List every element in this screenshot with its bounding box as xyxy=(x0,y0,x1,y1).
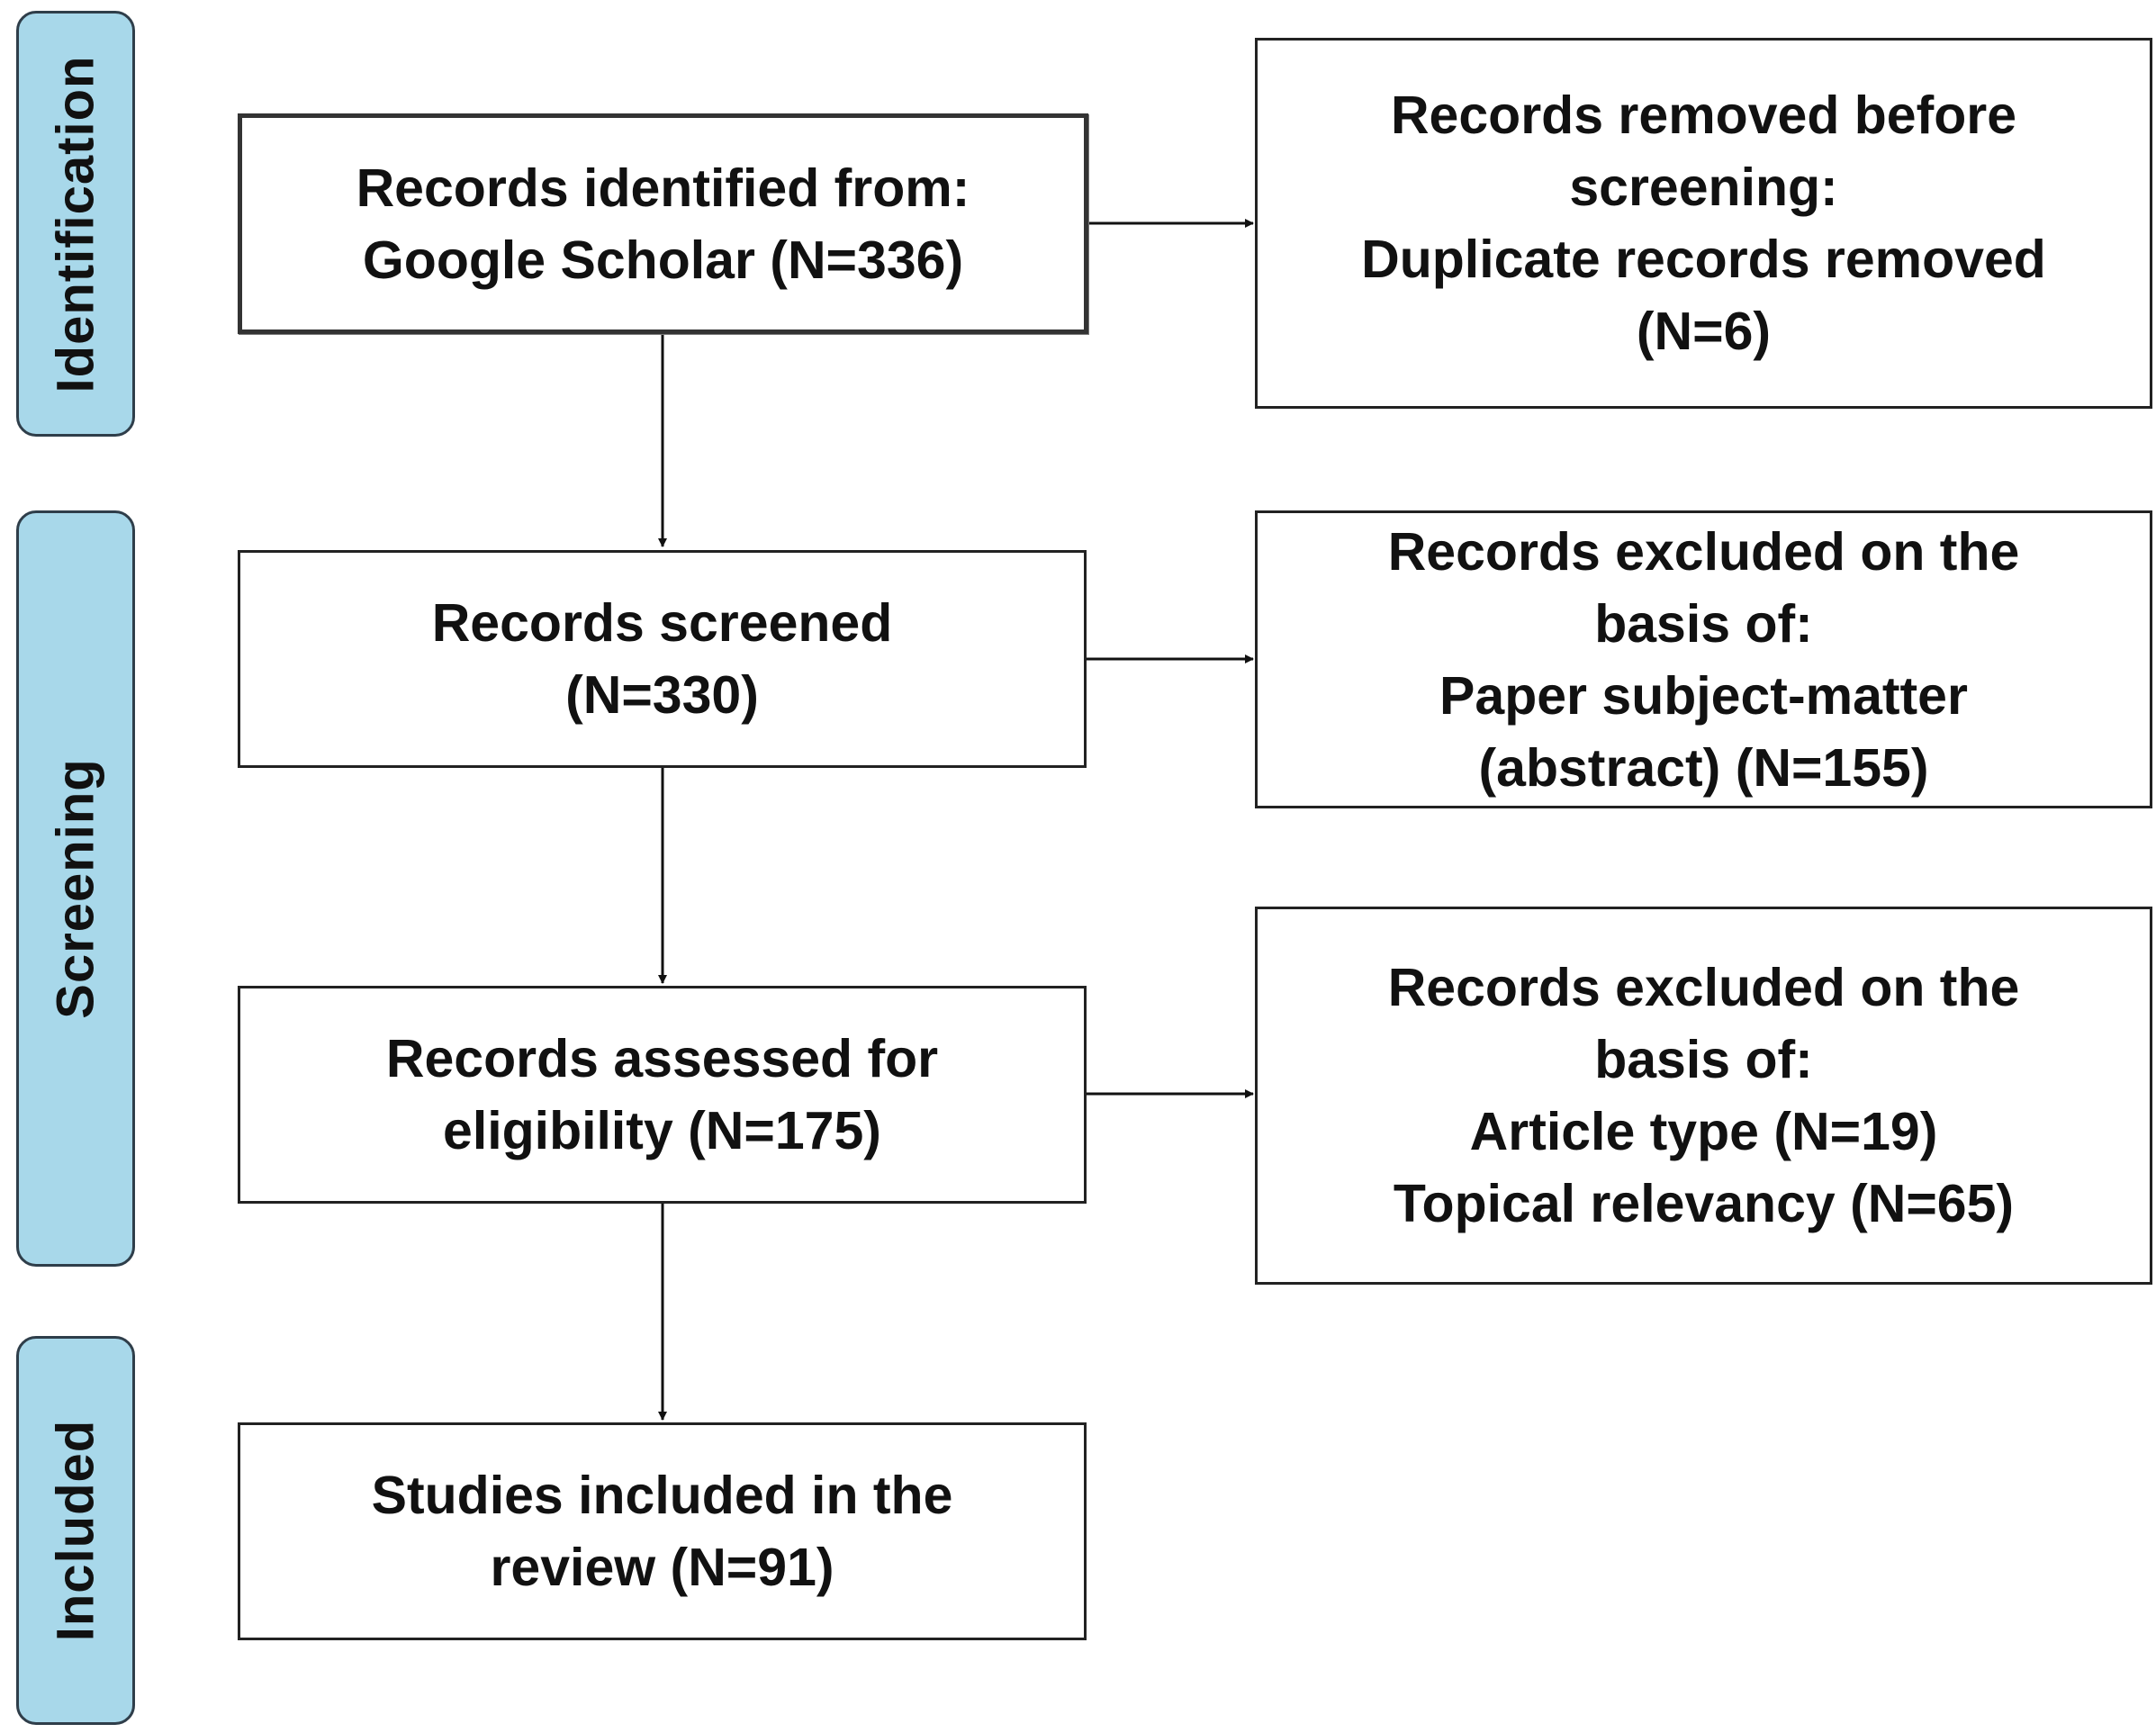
box-line: Studies included in the xyxy=(371,1466,953,1525)
phase-label-included: Included xyxy=(46,1419,105,1642)
box-line: Article type (N=19) xyxy=(1469,1102,1938,1161)
phase-screening: Screening xyxy=(16,510,135,1267)
box-line: Google Scholar (N=336) xyxy=(362,230,964,290)
phase-label-screening: Screening xyxy=(46,758,105,1019)
phase-label-identification: Identification xyxy=(46,55,105,393)
box-records-screened: Records screened (N=330) xyxy=(238,550,1087,768)
box-line: basis of: xyxy=(1594,1030,1813,1089)
box-line: Duplicate records removed xyxy=(1361,230,2046,289)
box-line: Records removed before xyxy=(1390,86,2017,145)
phase-included: Included xyxy=(16,1336,135,1725)
box-line: review (N=91) xyxy=(490,1538,834,1597)
box-line: Records identified from: xyxy=(356,158,970,218)
box-line: (N=330) xyxy=(565,665,759,725)
box-line: basis of: xyxy=(1594,593,1813,654)
box-line: eligibility (N=175) xyxy=(443,1101,881,1160)
box-line: Records screened xyxy=(431,593,893,653)
box-line: Topical relevancy (N=65) xyxy=(1393,1174,2015,1233)
box-line: (N=6) xyxy=(1636,302,1772,361)
phase-identification: Identification xyxy=(16,11,135,437)
box-line: Paper subject-matter xyxy=(1439,665,1968,726)
box-records-identified: Records identified from: Google Scholar … xyxy=(238,113,1088,334)
box-studies-included: Studies included in the review (N=91) xyxy=(238,1422,1087,1640)
box-line: Records assessed for xyxy=(385,1029,939,1088)
box-line: screening: xyxy=(1569,158,1838,217)
box-records-removed-before-screening: Records removed before screening: Duplic… xyxy=(1255,38,2152,409)
box-line: Records excluded on the xyxy=(1387,958,2020,1017)
box-records-excluded-subject-matter: Records excluded on the basis of: Paper … xyxy=(1255,510,2152,808)
box-records-assessed: Records assessed for eligibility (N=175) xyxy=(238,986,1087,1204)
box-line: Records excluded on the xyxy=(1387,521,2020,582)
box-records-excluded-article-type: Records excluded on the basis of: Articl… xyxy=(1255,907,2152,1285)
box-line: (abstract) (N=155) xyxy=(1478,737,1929,798)
